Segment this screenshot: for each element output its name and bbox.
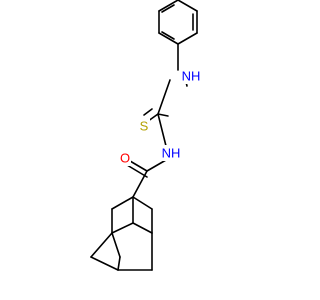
phenyl-ring	[158, 0, 198, 45]
double-bond-inner	[161, 4, 175, 13]
bond	[158, 0, 179, 12]
double-bond	[129, 160, 148, 172]
bond	[132, 222, 153, 234]
bond	[132, 196, 153, 210]
adamantane-cage	[90, 196, 153, 271]
bond	[132, 170, 148, 198]
bond	[90, 232, 113, 258]
nitrogen-label: NH	[182, 69, 201, 84]
double-bond	[126, 164, 148, 178]
nitrogen-label: NH	[162, 146, 181, 161]
bond	[157, 113, 167, 147]
sulfur-label: S	[140, 119, 149, 134]
bond	[117, 256, 121, 271]
bond	[90, 256, 119, 271]
double-bond-inner	[161, 31, 175, 40]
bond	[158, 32, 179, 45]
bond	[111, 196, 134, 210]
bond	[177, 0, 198, 12]
atom-label-oxygen: O	[119, 150, 131, 166]
double-bond	[143, 108, 153, 116]
molecule-canvas: NH S NH O	[90, 0, 203, 271]
structure-diagram: NH S NH O	[90, 0, 203, 271]
bond	[157, 79, 171, 115]
atom-label-nh-aniline: NH	[179, 68, 203, 84]
atom-label-nh-amide: NH	[159, 145, 183, 161]
bond	[146, 159, 167, 172]
atom-label-sulfur: S	[138, 118, 150, 134]
bond	[157, 113, 169, 117]
oxygen-label: O	[120, 151, 130, 166]
bond	[177, 32, 198, 45]
bond	[111, 222, 134, 234]
bond	[111, 232, 121, 258]
